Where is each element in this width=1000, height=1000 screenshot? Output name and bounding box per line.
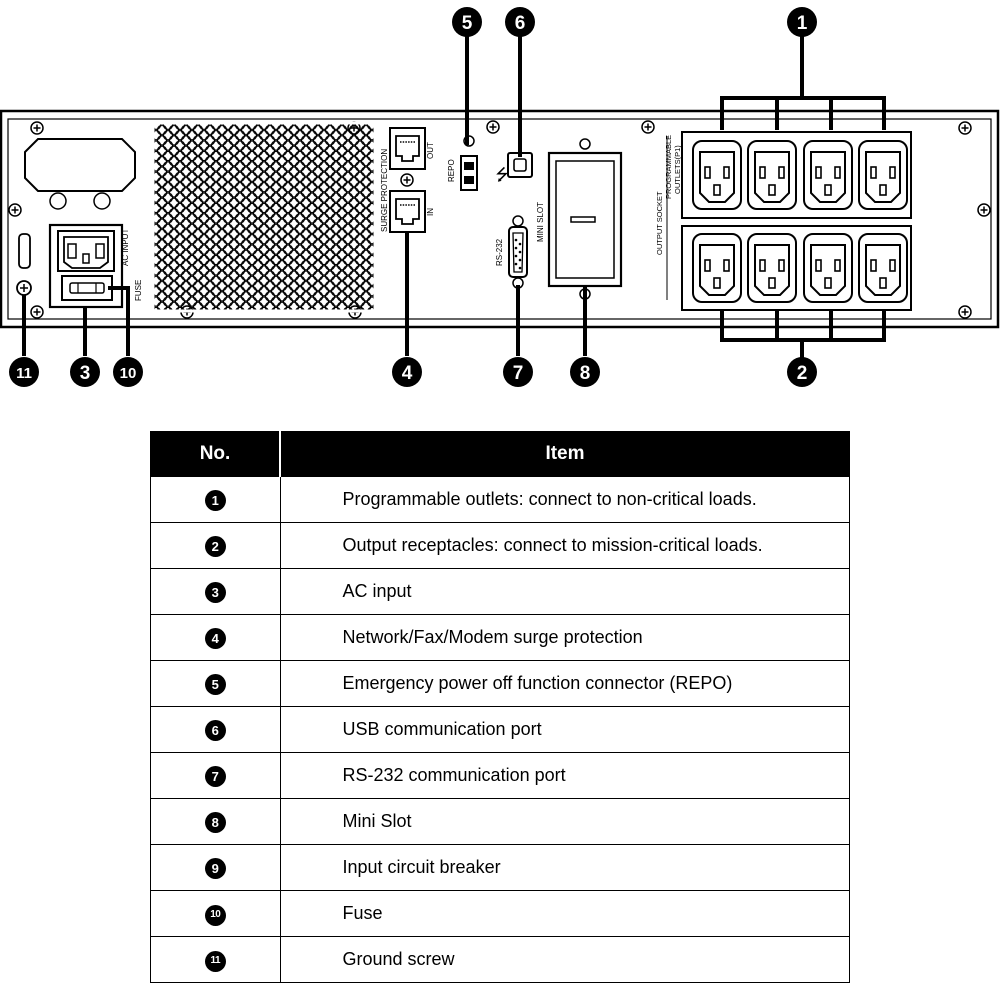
table-row: 4 Network/Fax/Modem surge protection	[150, 614, 850, 661]
svg-text:7: 7	[513, 363, 524, 384]
number-badge: 4	[204, 627, 226, 649]
usb-symbol-icon: ⭍	[495, 165, 508, 184]
svg-text:1: 1	[797, 13, 808, 34]
ac-input-inlet	[48, 223, 124, 309]
callout-leaders	[22, 36, 886, 358]
surge-out-label: OUT	[426, 142, 435, 159]
number-badge: 9	[204, 857, 226, 879]
item-description: Input circuit breaker	[279, 844, 850, 891]
callout-5: 5	[452, 7, 482, 37]
table-row: 8 Mini Slot	[150, 798, 850, 845]
table-row: 2 Output receptacles: connect to mission…	[150, 522, 850, 569]
svg-text:10: 10	[120, 365, 137, 382]
surge-in-label: IN	[426, 208, 435, 216]
rs232-label: RS-232	[495, 238, 504, 266]
item-description: USB communication port	[279, 706, 850, 753]
fan-vent	[153, 123, 375, 311]
item-description: Fuse	[279, 890, 850, 937]
table-row: 1 Programmable outlets: connect to non-c…	[150, 476, 850, 523]
number-badge: 7	[204, 765, 226, 787]
table-row: 10 Fuse	[150, 890, 850, 937]
svg-text:4: 4	[402, 363, 413, 384]
header-item: Item	[279, 431, 850, 477]
blank-cover-plate	[24, 138, 136, 210]
number-badge: 11	[204, 950, 226, 972]
table-row: 5 Emergency power off function connector…	[150, 660, 850, 707]
callout-10: 10	[113, 357, 143, 387]
number-badge: 2	[204, 535, 226, 557]
callout-3: 3	[70, 357, 100, 387]
number-badge: 1	[204, 489, 226, 511]
output-socket-label: OUTPUT SOCKET	[655, 191, 664, 255]
outlets-p1-label: OUTLETS(P1)	[673, 145, 682, 194]
callout-6: 6	[505, 7, 535, 37]
item-description: Output receptacles: connect to mission-c…	[279, 522, 850, 569]
item-description: Mini Slot	[279, 798, 850, 845]
callout-7: 7	[503, 357, 533, 387]
mini-slot	[547, 138, 623, 300]
callout-8: 8	[570, 357, 600, 387]
svg-text:3: 3	[80, 363, 91, 384]
surge-protection-label: SURGE PROTECTION	[380, 149, 389, 232]
number-badge: 5	[204, 673, 226, 695]
rs232-port	[508, 215, 528, 289]
table-row: 9 Input circuit breaker	[150, 844, 850, 891]
ups-rear-panel-diagram: AC INPUT FUSE SURGE PROTECTION OUT IN RE…	[0, 7, 1000, 387]
item-description: AC input	[279, 568, 850, 615]
header-no: No.	[150, 431, 281, 477]
ups-chassis-inner	[7, 118, 992, 320]
svg-text:5: 5	[462, 13, 473, 34]
fuse-label: FUSE	[134, 280, 143, 301]
item-description: RS-232 communication port	[279, 752, 850, 799]
callout-4: 4	[392, 357, 422, 387]
repo-label: REPO	[447, 159, 456, 182]
number-badge: 3	[204, 581, 226, 603]
table-row: 11 Ground screw	[150, 936, 850, 983]
ac-input-label: AC INPUT	[121, 229, 130, 266]
item-legend-table: No. Item 1 Programmable outlets: connect…	[150, 431, 850, 983]
table-header-row: No. Item	[150, 431, 850, 477]
number-badge: 8	[204, 811, 226, 833]
mini-slot-label: MINI SLOT	[536, 202, 545, 242]
table-row: 3 AC input	[150, 568, 850, 615]
svg-text:8: 8	[580, 363, 591, 384]
callout-1: 1	[787, 7, 817, 37]
item-description: Ground screw	[279, 936, 850, 983]
svg-text:6: 6	[515, 13, 526, 34]
repo-connector	[460, 135, 478, 191]
ground-screw	[16, 233, 32, 296]
programmable-label: PROGRAMMABLE	[664, 135, 673, 199]
number-badge: 6	[204, 719, 226, 741]
item-description: Emergency power off function connector (…	[279, 660, 850, 707]
svg-text:2: 2	[797, 363, 808, 384]
svg-text:11: 11	[16, 365, 32, 382]
callout-11: 11	[9, 357, 39, 387]
item-description: Programmable outlets: connect to non-cri…	[279, 476, 850, 523]
number-badge: 10	[204, 904, 226, 926]
item-description: Network/Fax/Modem surge protection	[279, 614, 850, 661]
callout-2: 2	[787, 357, 817, 387]
table-row: 6 USB communication port	[150, 706, 850, 753]
table-row: 7 RS-232 communication port	[150, 752, 850, 799]
